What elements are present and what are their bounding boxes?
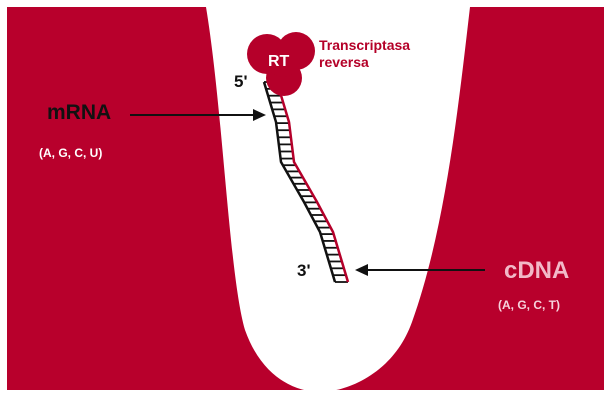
cdna-bases: (A, G, C, T) bbox=[498, 298, 560, 312]
three-prime-label: 3' bbox=[297, 261, 311, 281]
mrna-bases: (A, G, C, U) bbox=[39, 146, 102, 160]
enzyme-name-line-1: Transcriptasa bbox=[319, 37, 410, 54]
five-prime-label: 5' bbox=[234, 72, 248, 92]
mrna-label: mRNA bbox=[47, 101, 111, 125]
enzyme-name: Transcriptasa reversa bbox=[319, 37, 410, 71]
rt-enzyme-label: RT bbox=[268, 53, 289, 71]
cdna-label: cDNA bbox=[504, 257, 569, 285]
enzyme-name-line-2: reversa bbox=[319, 54, 410, 71]
